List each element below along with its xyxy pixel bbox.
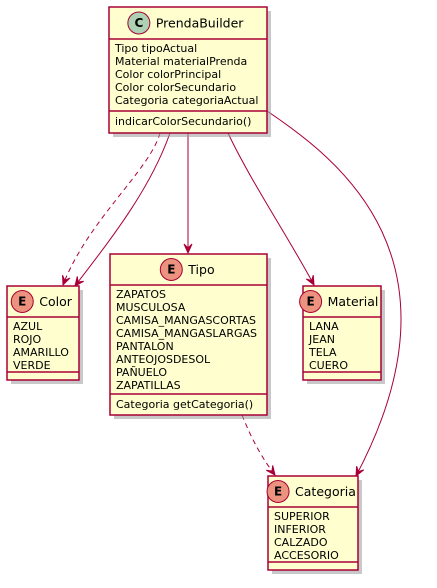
attribute: PAÑUELO bbox=[116, 366, 167, 379]
relation-builder-categoria bbox=[266, 110, 402, 477]
attribute: Categoria categoriaActual bbox=[115, 94, 258, 107]
relation-builder-color bbox=[74, 132, 171, 287]
enum-badge-icon bbox=[10, 290, 34, 313]
attribute: LANA bbox=[309, 320, 339, 333]
class-name: Tipo bbox=[187, 262, 214, 277]
relation-builder-color bbox=[62, 132, 161, 286]
attribute: JEAN bbox=[308, 333, 335, 346]
stereotype-letter: E bbox=[306, 295, 314, 309]
attribute: Color colorSecundario bbox=[115, 81, 236, 94]
stereotype-letter: E bbox=[167, 263, 175, 277]
arrowhead-icon bbox=[266, 465, 276, 476]
attribute: SUPERIOR bbox=[274, 510, 330, 523]
stereotype-letter: E bbox=[274, 485, 282, 499]
stereotype-letter: C bbox=[134, 16, 143, 30]
class-tipo: E TipoZAPATOSMUSCULOSACAMISA_MANGASCORTAS… bbox=[109, 253, 271, 419]
arrowhead-icon bbox=[61, 274, 71, 287]
attribute: ROJO bbox=[13, 333, 42, 346]
attribute: PANTALON bbox=[116, 340, 174, 353]
attribute: CUERO bbox=[309, 359, 348, 372]
stereotype-letter: E bbox=[18, 295, 26, 309]
relations bbox=[61, 110, 402, 478]
attribute: MUSCULOSA bbox=[116, 301, 186, 314]
arrowhead-icon bbox=[355, 466, 365, 478]
arrowhead-icon bbox=[74, 276, 84, 287]
arrowhead-icon bbox=[183, 243, 193, 255]
enum-badge-icon bbox=[266, 480, 290, 503]
class-categoria: E CategoriaSUPERIORINFERIORCALZADOACCESOR… bbox=[266, 475, 362, 574]
attribute: AZUL bbox=[13, 320, 43, 333]
attribute: CAMISA_MANGASCORTAS bbox=[116, 314, 256, 327]
attribute: Material materialPrenda bbox=[115, 55, 247, 68]
attribute: CALZADO bbox=[274, 536, 328, 549]
class-badge-icon bbox=[127, 11, 151, 35]
attribute: ANTEOJOSDESOL bbox=[116, 353, 211, 366]
class-name: PrendaBuilder bbox=[156, 16, 244, 31]
relation-builder-material bbox=[227, 132, 315, 286]
relation-tipo-categoria bbox=[241, 414, 276, 476]
class-name: Categoria bbox=[295, 484, 356, 499]
attribute: VERDE bbox=[13, 359, 51, 372]
attribute: ZAPATILLAS bbox=[116, 379, 181, 392]
method: Categoria getCategoria() bbox=[116, 398, 253, 411]
class-name: Color bbox=[39, 294, 72, 309]
attribute: INFERIOR bbox=[274, 523, 326, 536]
attribute: CAMISA_MANGASLARGAS bbox=[116, 327, 257, 340]
attribute: ZAPATOS bbox=[116, 288, 166, 301]
method: indicarColorSecundario() bbox=[115, 115, 251, 128]
attribute: ACCESORIO bbox=[274, 549, 339, 562]
attribute: AMARILLO bbox=[13, 346, 69, 359]
class-box[interactable] bbox=[109, 253, 268, 416]
attribute: TELA bbox=[308, 346, 337, 359]
enum-badge-icon bbox=[299, 290, 323, 313]
attribute: Tipo tipoActual bbox=[114, 42, 197, 55]
attribute: Color colorPrincipal bbox=[115, 68, 221, 81]
arrowhead-icon bbox=[305, 275, 315, 287]
class-name: Material bbox=[328, 294, 379, 309]
enum-badge-icon bbox=[159, 258, 183, 281]
